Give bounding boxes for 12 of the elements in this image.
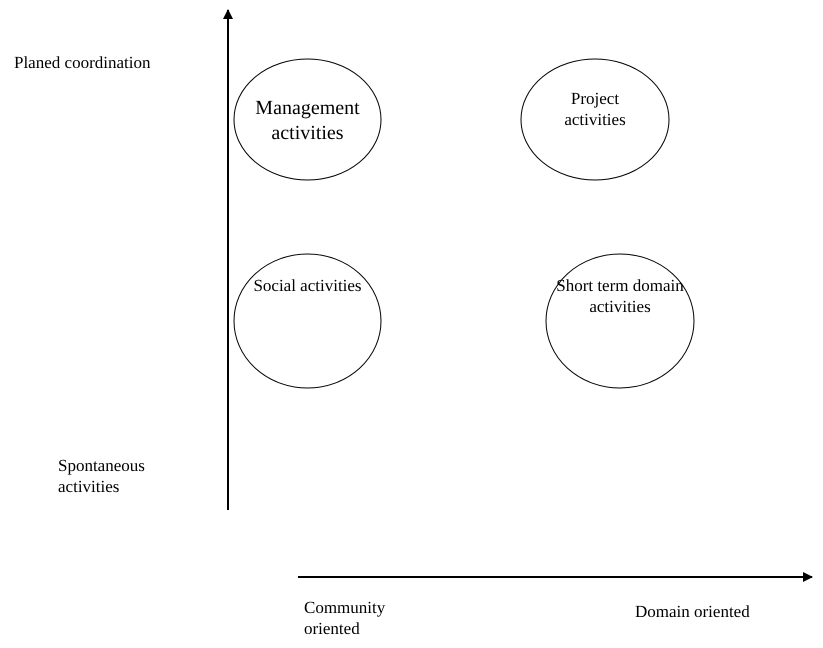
activity-label: Management activities (254, 96, 361, 146)
activity-ellipse (520, 58, 670, 181)
activity-ellipse (233, 58, 382, 181)
axis-label: Community oriented (304, 597, 386, 640)
axis-label: Planed coordination (14, 52, 152, 74)
activity-ellipse (233, 253, 382, 389)
axis-label: Domain oriented (635, 601, 751, 622)
axis-label: Spontaneous activities (58, 455, 146, 498)
activity-ellipse (545, 253, 695, 389)
activity-label: Social activities (252, 275, 363, 296)
activity-label: Project activities (563, 88, 627, 130)
activity-label: Short term domain activities (556, 275, 684, 318)
